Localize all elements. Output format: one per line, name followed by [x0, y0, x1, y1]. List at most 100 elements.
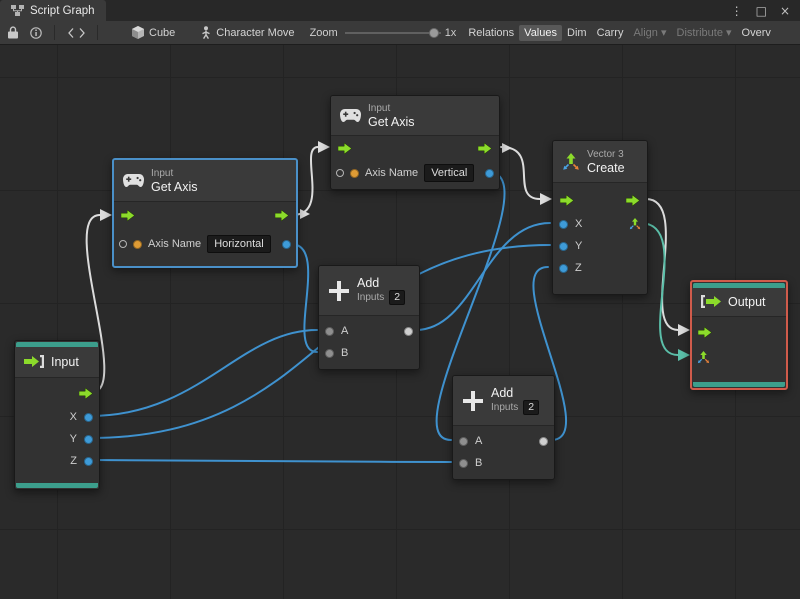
vector3-value-input-port[interactable]	[697, 350, 710, 364]
node-graph-output[interactable]: Output	[690, 280, 788, 390]
z-input-port[interactable]	[559, 263, 568, 273]
inputs-label: Inputs	[357, 291, 385, 303]
toolbar-separator	[97, 25, 98, 40]
result-output-port[interactable]	[485, 168, 494, 178]
align-button[interactable]: Align ▾	[633, 27, 667, 39]
lock-button[interactable]	[8, 26, 18, 39]
character-icon	[202, 26, 211, 39]
values-button[interactable]: Values	[519, 24, 562, 41]
input-a-port[interactable]	[459, 436, 468, 446]
info-button[interactable]	[30, 26, 42, 39]
event-accent-bar	[693, 382, 785, 387]
node-graph-input[interactable]: Input X Y Z	[14, 340, 100, 490]
graph-toolbar: Cube Character Move Zoom 1x Relations Va…	[0, 21, 800, 45]
node-add-2[interactable]: Add Inputs 2 A B	[452, 375, 555, 480]
dim-button[interactable]: Dim	[567, 26, 587, 39]
control-input-port[interactable]	[338, 142, 352, 154]
input-b-port[interactable]	[325, 348, 334, 358]
code-view-button[interactable]	[68, 27, 85, 38]
node-header: Add Inputs 2	[453, 376, 554, 426]
axis-name-field[interactable]: Horizontal	[207, 235, 271, 253]
axis-name-input-port[interactable]	[133, 239, 142, 249]
port-label: Axis Name	[148, 238, 202, 250]
target-port[interactable]	[336, 169, 344, 177]
code-icon	[68, 27, 85, 38]
input-a-port[interactable]	[325, 326, 334, 336]
node-add-1[interactable]: Add Inputs 2 A B	[318, 265, 420, 370]
node-header: Input	[15, 346, 99, 378]
node-title: Input	[51, 354, 79, 369]
add-icon	[329, 280, 349, 301]
breadcrumb-label: Character Move	[216, 26, 295, 39]
event-accent-bar	[693, 283, 785, 288]
toolbar-separator	[54, 25, 55, 40]
port-label: X	[69, 411, 77, 423]
axis-name-input-port[interactable]	[350, 168, 359, 178]
breadcrumb-character-move[interactable]: Character Move	[201, 26, 295, 39]
vector3-icon	[563, 152, 579, 170]
zoom-slider[interactable]	[344, 26, 441, 40]
tab-bar: Script Graph ⋮ □ ×	[0, 0, 800, 21]
event-accent-bar	[16, 483, 98, 488]
trigger-input-port[interactable]	[698, 326, 712, 338]
y-output-port[interactable]	[84, 434, 93, 444]
zoom-slider-track	[344, 31, 441, 34]
control-input-port[interactable]	[121, 210, 135, 221]
sum-output-port[interactable]	[539, 436, 548, 446]
port-label: Y	[69, 433, 77, 445]
overview-button[interactable]: Overv	[741, 26, 771, 39]
node-header: Input Get Axis	[331, 96, 499, 136]
sum-output-port[interactable]	[404, 326, 413, 336]
lock-icon	[8, 26, 18, 39]
input-unit-icon	[24, 355, 44, 368]
result-output-port[interactable]	[282, 239, 291, 249]
target-port[interactable]	[119, 240, 127, 248]
port-label: Axis Name	[365, 167, 419, 179]
zoom-slider-knob[interactable]	[428, 27, 439, 38]
tab-title: Script Graph	[30, 4, 95, 17]
node-get-axis-vertical[interactable]: Input Get Axis Axis Name Vertical	[330, 95, 500, 190]
x-output-port[interactable]	[84, 412, 93, 422]
maximize-icon[interactable]: □	[755, 3, 767, 18]
info-icon	[30, 26, 42, 39]
node-category: Input	[151, 167, 174, 179]
node-vector3-create[interactable]: Vector 3 Create X Y Z	[552, 140, 648, 295]
trigger-output-port[interactable]	[79, 387, 93, 399]
pane-menu-icon[interactable]: ⋮	[730, 3, 743, 18]
gamepad-icon	[123, 174, 144, 187]
zoom-label: Zoom	[309, 26, 338, 39]
z-output-port[interactable]	[84, 456, 93, 466]
tab-script-graph[interactable]: Script Graph	[0, 0, 106, 21]
zoom-value: 1x	[444, 26, 457, 39]
y-input-port[interactable]	[559, 241, 568, 251]
inputs-count-field[interactable]: 2	[389, 290, 406, 305]
event-accent-bar	[16, 342, 98, 347]
control-input-port[interactable]	[560, 194, 574, 206]
inputs-label: Inputs	[491, 401, 519, 413]
vector3-value-icon	[697, 350, 710, 363]
inputs-count-field[interactable]: 2	[523, 400, 540, 415]
close-icon[interactable]: ×	[779, 3, 790, 18]
add-icon	[463, 390, 483, 411]
node-title: Create	[587, 160, 625, 175]
control-output-port[interactable]	[626, 194, 640, 206]
axis-name-field[interactable]: Vertical	[424, 164, 475, 182]
output-unit-icon	[701, 295, 721, 308]
node-title: Get Axis	[368, 114, 415, 129]
control-output-port[interactable]	[275, 210, 289, 221]
relations-button[interactable]: Relations	[468, 26, 515, 39]
vector3-result-port[interactable]	[629, 218, 641, 230]
node-get-axis-horizontal[interactable]: Input Get Axis Axis Name Horizontal	[112, 158, 298, 268]
node-header: Add Inputs 2	[319, 266, 419, 316]
x-input-port[interactable]	[559, 219, 568, 229]
control-output-port[interactable]	[478, 142, 492, 154]
distribute-button[interactable]: Distribute ▾	[676, 27, 732, 39]
port-label: B	[341, 347, 349, 359]
port-label: Z	[575, 262, 582, 274]
carry-button[interactable]: Carry	[596, 26, 624, 39]
graph-tab-icon	[11, 5, 24, 16]
node-header: Vector 3 Create	[553, 141, 647, 183]
input-b-port[interactable]	[459, 458, 468, 468]
breadcrumb-cube[interactable]: Cube	[132, 26, 175, 39]
